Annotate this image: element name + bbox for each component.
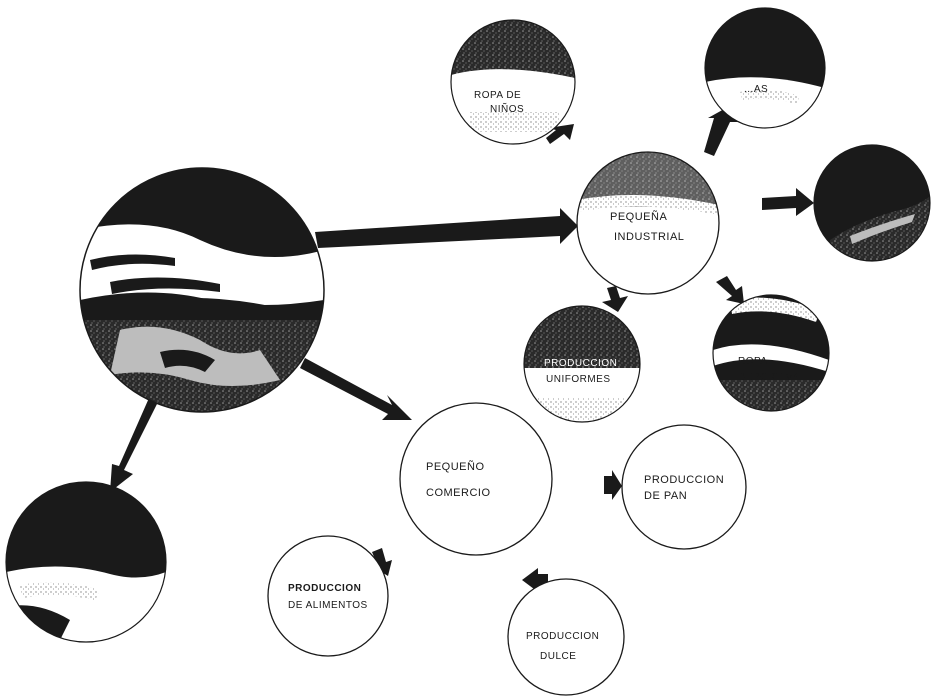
uniformes-line2: UNIFORMES	[546, 374, 611, 385]
bottom-left-photo-circle	[6, 482, 166, 642]
deportiva-circle	[712, 294, 830, 412]
main-photo-circle	[80, 168, 324, 412]
arrow-deportiva	[716, 276, 744, 304]
top-right-photo-circle	[704, 7, 826, 129]
tr-label: ...AS	[744, 84, 768, 95]
industria-line1: PEQUEÑA	[610, 210, 667, 223]
deportiva-line1: ROPA	[738, 356, 768, 367]
right-photo-circle	[813, 144, 931, 262]
arrow-main-to-industria	[315, 208, 578, 248]
pan-circle	[621, 424, 747, 550]
uniformes-line1: PRODUCCION	[544, 358, 617, 369]
dulce-line1: PRODUCCION	[526, 631, 599, 642]
dulce-line2: DULCE	[540, 651, 576, 662]
alimentos-line1: PRODUCCION	[288, 583, 361, 594]
ninos-line2: ROPA DE	[474, 90, 521, 101]
comercio-line2: COMERCIO	[426, 487, 491, 499]
arrow-main-to-comercio	[300, 358, 412, 420]
comercio-circle	[399, 402, 553, 556]
arrow-uniformes	[602, 286, 628, 312]
alimentos-line2: DE ALIMENTOS	[288, 600, 368, 611]
ropa-ninos-circle	[450, 19, 576, 145]
industria-line2: INDUSTRIAL	[614, 231, 684, 243]
industria-circle	[576, 151, 720, 295]
ninos-line1: PRODUCCION	[478, 76, 551, 87]
arrow-main-to-bl	[110, 398, 158, 492]
comercio-line1: PEQUEÑO	[426, 460, 485, 473]
alimentos-circle	[267, 535, 389, 657]
ninos-line3: NIÑOS	[490, 102, 524, 115]
deportiva-line2: DEPORTIVA	[738, 372, 799, 383]
pan-line1: PRODUCCION	[644, 474, 724, 486]
arrows	[110, 108, 814, 592]
arrow-right	[762, 188, 814, 216]
arrow-tr	[704, 108, 740, 156]
dulce-circle	[507, 578, 625, 696]
pan-line2: DE PAN	[644, 490, 687, 502]
arrow-pan	[604, 470, 622, 500]
